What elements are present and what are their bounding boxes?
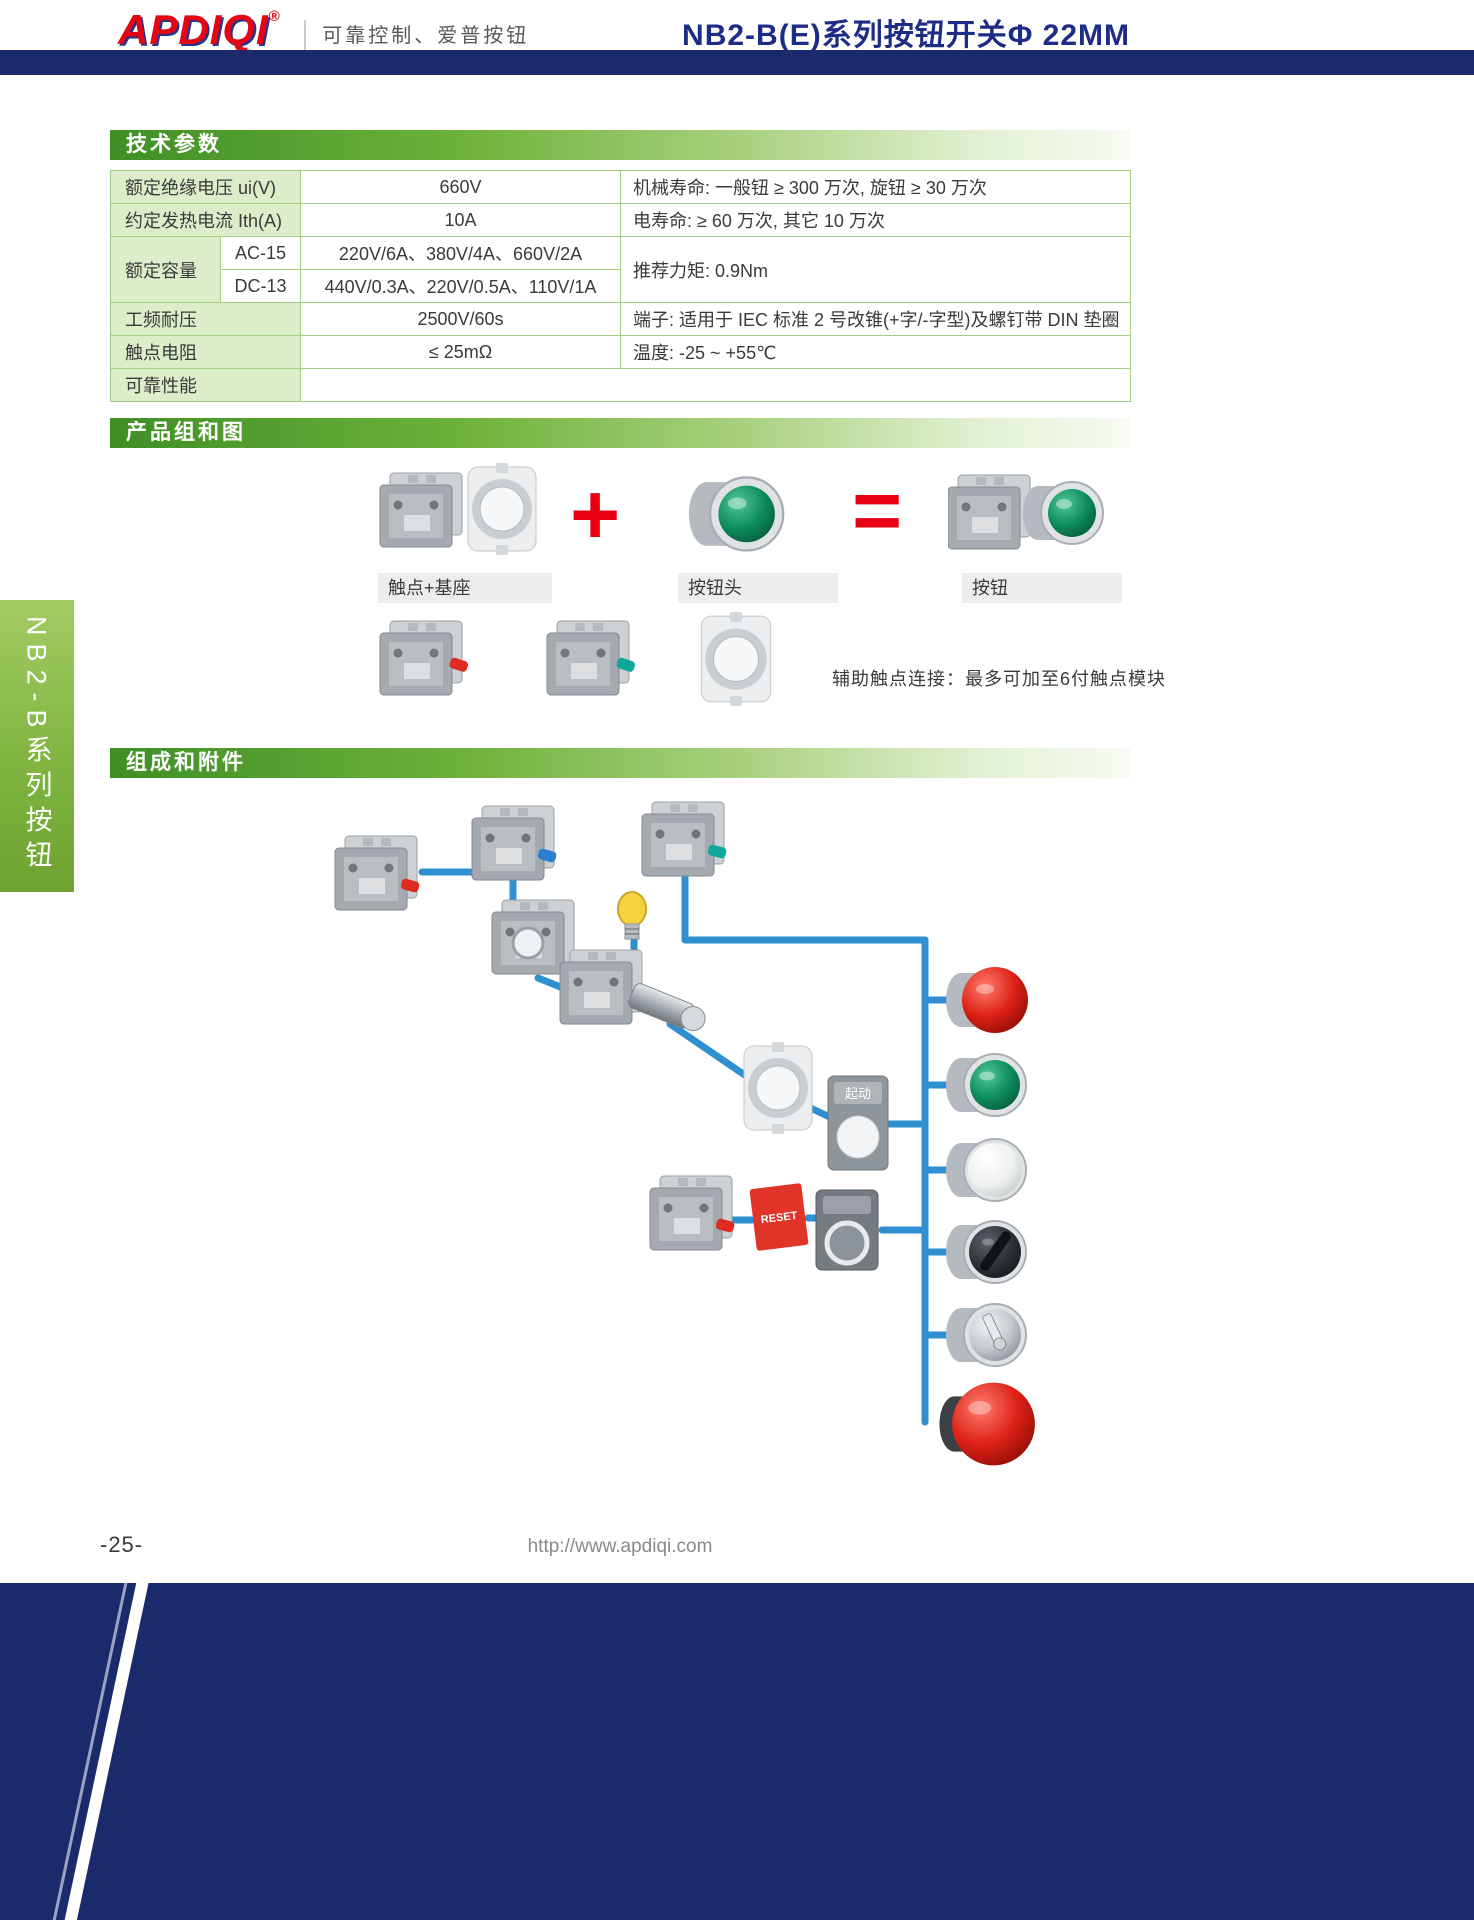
lamp-bulb-image xyxy=(617,891,647,940)
mounting-collar-image xyxy=(743,1041,813,1135)
section-header-tech-params: 技术参数 xyxy=(110,130,1130,160)
plus-sign: + xyxy=(570,467,621,563)
footer-band xyxy=(0,1583,1474,1920)
contact-block-red-image xyxy=(334,835,420,911)
mounting-base-image xyxy=(700,611,772,707)
registered-mark-icon: ® xyxy=(268,8,280,25)
section-header-components: 组成和附件 xyxy=(110,748,1130,778)
row-value: 10A xyxy=(300,203,622,237)
reset-label-text: RESET xyxy=(760,1210,798,1226)
white-projecting-head-image xyxy=(945,1138,1027,1202)
row-label: 约定发热电流 Ith(A) xyxy=(109,203,302,237)
table-row: 约定发热电流 Ith(A) 10A 电寿命: ≥ 60 万次, 其它 10 万次 xyxy=(109,203,1132,237)
page-title: NB2-B(E)系列按钮开关Φ 22MM xyxy=(682,19,1130,52)
row-value xyxy=(300,368,1132,402)
table-row: 额定容量 AC-15 220V/6A、380V/4A、660V/2A 推荐力矩:… xyxy=(110,236,1132,303)
row-value: 220V/6A、380V/4A、660V/2A xyxy=(300,236,622,270)
table-row: DC-13 440V/0.3A、220V/0.5A、110V/1A xyxy=(111,269,1131,303)
table-row: 工频耐压 2500V/60s 端子: 适用于 IEC 标准 2 号改锥(+字/-… xyxy=(109,302,1132,336)
operator-body-image xyxy=(559,949,706,1032)
assembled-button-image xyxy=(948,474,1104,550)
button-head-image xyxy=(687,476,785,552)
footer-website-url: http://www.apdiqi.com xyxy=(527,1536,713,1557)
row-sublabel: AC-15 xyxy=(219,236,302,270)
contact-block-red2-image xyxy=(649,1175,735,1251)
tech-params-table: 额定绝缘电压 ui(V) 660V 机械寿命: 一般钮 ≥ 300 万次, 旋钮… xyxy=(109,170,1132,402)
row-value: ≤ 25mΩ xyxy=(300,335,622,369)
aux-contact-note: 辅助触点连接：最多可加至6付触点模块 xyxy=(832,669,1167,689)
row-note: 推荐力矩: 0.9Nm xyxy=(620,236,1132,303)
page-number: -25- xyxy=(100,1532,144,1557)
table-row: 触点电阻 ≤ 25mΩ 温度: -25 ~ +55℃ xyxy=(109,335,1132,369)
row-note: 温度: -25 ~ +55℃ xyxy=(620,335,1132,369)
row-label: 可靠性能 xyxy=(109,368,302,402)
brand-tagline: 可靠控制、爱普按钮 xyxy=(322,24,530,47)
contact-block-blue-image xyxy=(471,805,557,881)
row-label: 额定容量 xyxy=(110,236,221,303)
emergency-mushroom-head-image xyxy=(939,1382,1035,1466)
header-brand-area: APDIQI® 可靠控制、爱普按钮 xyxy=(118,6,530,53)
key-selector-head-image xyxy=(945,1303,1027,1367)
row-label: 额定绝缘电压 ui(V) xyxy=(109,170,302,204)
start-label-text: 起动 xyxy=(845,1086,871,1101)
aux-contact-no-image xyxy=(379,620,469,696)
red-mushroom-head-image xyxy=(945,967,1028,1033)
series-side-tab: NB2-B系列按钮 xyxy=(0,600,74,892)
series-side-label: NB2-B系列按钮 xyxy=(21,616,52,876)
green-flush-head-image xyxy=(945,1053,1027,1117)
row-note: 端子: 适用于 IEC 标准 2 号改锥(+字/-字型)及螺钉带 DIN 垫圈 xyxy=(620,302,1132,336)
row-value: 2500V/60s xyxy=(300,302,622,336)
legend-frame-image xyxy=(815,1189,879,1271)
row-note: 电寿命: ≥ 60 万次, 其它 10 万次 xyxy=(620,203,1132,237)
section-header-product-combo: 产品组和图 xyxy=(110,418,1130,448)
label-button: 按钮 xyxy=(962,573,1122,603)
label-button-head: 按钮头 xyxy=(678,573,838,603)
row-value: 440V/0.3A、220V/0.5A、110V/1A xyxy=(300,269,622,303)
brand-tagline-wrap: 可靠控制、爱普按钮 xyxy=(304,19,530,52)
product-combo-area: + = 触点+基座 按钮头 按钮 辅助触点连接：最多可加至6付触点模块 xyxy=(110,455,1174,748)
assembly-diagram: 起动 RESET xyxy=(334,801,1035,1466)
row-note: 机械寿命: 一般钮 ≥ 300 万次, 旋钮 ≥ 30 万次 xyxy=(620,170,1132,204)
row-sublabel: DC-13 xyxy=(219,269,302,303)
black-selector-head-image xyxy=(945,1220,1027,1284)
label-contact-base: 触点+基座 xyxy=(378,573,552,603)
contact-block-teal-image xyxy=(641,801,727,877)
footer-slash xyxy=(52,1583,152,1920)
aux-contact-nc-image xyxy=(546,620,636,696)
reset-label-plate-image: RESET xyxy=(749,1183,809,1251)
lamp-holder-image xyxy=(491,899,575,975)
row-label: 触点电阻 xyxy=(109,335,302,369)
start-label-plate-image: 起动 xyxy=(827,1075,889,1171)
brand-logo: APDIQI xyxy=(118,6,269,53)
header-rule-bar xyxy=(0,50,1474,75)
table-row: 额定绝缘电压 ui(V) 660V 机械寿命: 一般钮 ≥ 300 万次, 旋钮… xyxy=(109,170,1132,204)
row-value: 660V xyxy=(300,170,622,204)
equals-sign: = xyxy=(852,463,903,559)
contact-base-image xyxy=(379,462,537,556)
row-label: 工频耐压 xyxy=(109,302,302,336)
table-row: 可靠性能 xyxy=(109,368,1132,402)
